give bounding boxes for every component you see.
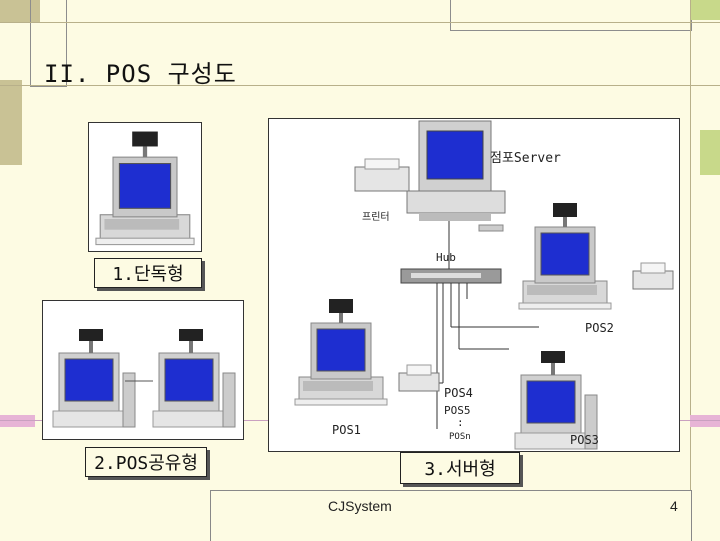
server-diagram-frame bbox=[268, 118, 680, 452]
config-server-label: 3.서버형 bbox=[400, 452, 520, 484]
decor-pink-left bbox=[0, 415, 35, 427]
page-title: II. POS 구성도 bbox=[44, 60, 237, 88]
printer-label: 프린터 bbox=[362, 212, 390, 223]
pos-label: : bbox=[457, 416, 464, 429]
server-printer-icon bbox=[354, 158, 410, 192]
shared-pos-frame bbox=[42, 300, 244, 440]
decor-line-top bbox=[0, 22, 720, 23]
decor-frame-top bbox=[30, 0, 67, 87]
decor-pink-right bbox=[690, 415, 720, 427]
hub-label: Hub bbox=[436, 251, 456, 264]
config-shared-label: 2.POS공유형 bbox=[85, 447, 207, 477]
server-label: 점포Server bbox=[490, 151, 561, 166]
pos-label: POS1 bbox=[332, 423, 361, 437]
pos-terminal-icon bbox=[52, 328, 236, 428]
pos-label: POS3 bbox=[570, 433, 599, 447]
pos-label: POS4 bbox=[444, 386, 473, 400]
server-computer-icon bbox=[406, 120, 506, 232]
decor-line-title bbox=[0, 85, 720, 86]
config-standalone-label: 1.단독형 bbox=[94, 258, 202, 288]
decor-vline-right bbox=[690, 0, 691, 540]
decor-frame-top-right bbox=[450, 0, 692, 31]
footer-company: CJSystem bbox=[328, 498, 392, 514]
page-number: 4 bbox=[670, 498, 678, 514]
decor-block-left bbox=[0, 80, 22, 165]
pos-label: POS2 bbox=[585, 321, 614, 335]
decor-green-block bbox=[700, 130, 720, 175]
server-network-diagram bbox=[294, 120, 674, 450]
pos-label: POS5 bbox=[444, 404, 471, 417]
hub-device-icon bbox=[400, 268, 502, 284]
pos-terminal-icon bbox=[95, 131, 195, 246]
pos-label: POSn bbox=[449, 432, 471, 442]
standalone-pos-frame bbox=[88, 122, 202, 252]
decor-green-strip bbox=[690, 0, 720, 20]
decor-footer-frame bbox=[210, 490, 692, 541]
